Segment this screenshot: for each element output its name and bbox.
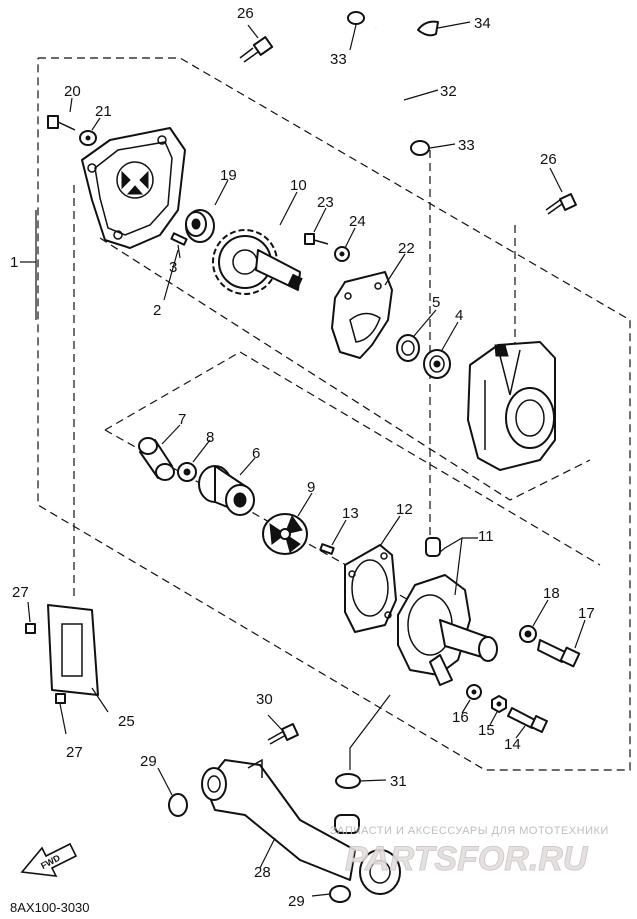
part-30-bolt <box>267 723 299 745</box>
part-34-hose-clip <box>417 20 439 37</box>
part-pump-cover <box>81 127 186 249</box>
part-6-mechanical-seal <box>198 465 255 516</box>
callout-14: 14 <box>504 736 521 753</box>
callout-33-bottom: 33 <box>458 137 475 154</box>
part-26-bolt-right <box>545 193 577 215</box>
callout-29-lower: 29 <box>288 893 305 910</box>
part-4-bearing <box>423 349 451 379</box>
callout-31: 31 <box>390 773 407 790</box>
callout-26-top: 26 <box>237 5 254 22</box>
part-13-dowel-pin <box>319 543 335 555</box>
part-9-impeller <box>262 513 308 555</box>
bracket-group-1 <box>20 210 37 320</box>
callout-17: 17 <box>578 605 595 622</box>
part-28-water-pipe <box>201 758 401 895</box>
part-24-washer <box>334 246 350 262</box>
part-27-dowel-pin-lower <box>55 693 66 704</box>
watermark-logo: PARTSFOR.RU <box>345 840 589 878</box>
callout-34: 34 <box>474 15 491 32</box>
part-27-dowel-pin-upper <box>25 623 36 634</box>
callout-25: 25 <box>118 713 135 730</box>
callout-28: 28 <box>254 864 271 881</box>
watermark-caption: ЗАПЧАСТИ И АКСЕССУАРЫ ДЛЯ МОТОТЕХНИКИ <box>330 825 609 837</box>
forward-direction-arrow: FWD <box>20 842 78 877</box>
callout-13: 13 <box>342 505 359 522</box>
leader-lines <box>27 21 586 897</box>
callout-2: 2 <box>153 302 161 319</box>
callout-1: 1 <box>10 254 18 271</box>
callout-11: 11 <box>478 528 494 545</box>
callout-16: 16 <box>452 709 469 726</box>
callout-29-upper: 29 <box>140 753 157 770</box>
part-22-plate <box>331 271 393 359</box>
callout-19: 19 <box>220 167 237 184</box>
part-18-washer <box>519 625 537 643</box>
part-19-bearing <box>185 209 215 243</box>
part-25-gasket-plate <box>47 604 99 696</box>
part-14-bolt <box>507 707 548 733</box>
part-20-bolt <box>47 115 76 131</box>
callout-26-right: 26 <box>540 151 557 168</box>
watermark: ЗАПЧАСТИ И АКСЕССУАРЫ ДЛЯ МОТОТЕХНИКИ PA… <box>330 825 609 879</box>
part-3-dowel-pin <box>170 232 188 246</box>
part-8-washer <box>177 462 197 482</box>
callout-4: 4 <box>455 307 463 324</box>
callout-3: 3 <box>169 259 177 276</box>
callout-23: 23 <box>317 194 334 211</box>
part-26-bolt-top <box>239 36 274 63</box>
part-7-collar <box>138 437 175 481</box>
callout-9: 9 <box>307 479 315 496</box>
part-16-washer <box>466 684 482 700</box>
callout-15: 15 <box>478 722 495 739</box>
part-5-oil-seal <box>396 334 420 362</box>
part-29-o-ring-lower <box>329 885 351 903</box>
callout-21: 21 <box>95 103 112 120</box>
callout-27-lower: 27 <box>66 744 83 761</box>
callout-33-top: 33 <box>330 51 347 68</box>
part-15-nut <box>491 695 507 713</box>
part-12-gasket <box>344 544 397 633</box>
callout-12: 12 <box>396 501 413 518</box>
part-31-o-ring <box>335 773 361 789</box>
part-10-impeller-shaft-gear <box>212 229 303 295</box>
callout-8: 8 <box>206 429 214 446</box>
callout-20: 20 <box>64 83 81 100</box>
callout-24: 24 <box>349 213 366 230</box>
callout-6: 6 <box>252 445 260 462</box>
callout-labels: 1 2 3 4 5 6 7 8 9 10 11 12 13 14 15 16 1… <box>10 5 595 910</box>
part-33-hose-clamp-bottom <box>410 140 430 156</box>
part-pump-housing <box>467 341 556 471</box>
callout-10: 10 <box>290 177 307 194</box>
part-21-washer <box>79 130 97 146</box>
callout-5: 5 <box>432 294 440 311</box>
part-11-pump-housing-cover <box>397 537 498 686</box>
callout-22: 22 <box>398 240 415 257</box>
part-32-hose <box>374 25 413 133</box>
diagram-code: 8AX100-3030 <box>10 900 90 915</box>
callout-7: 7 <box>178 411 186 428</box>
part-29-o-ring-upper <box>168 793 188 817</box>
callout-18: 18 <box>543 585 560 602</box>
part-33-hose-clamp-top <box>347 11 365 25</box>
part-23-bolt <box>304 233 329 245</box>
callout-27-upper: 27 <box>12 584 29 601</box>
callout-30: 30 <box>256 691 273 708</box>
part-17-bolt <box>537 639 581 668</box>
callout-32: 32 <box>440 83 457 100</box>
